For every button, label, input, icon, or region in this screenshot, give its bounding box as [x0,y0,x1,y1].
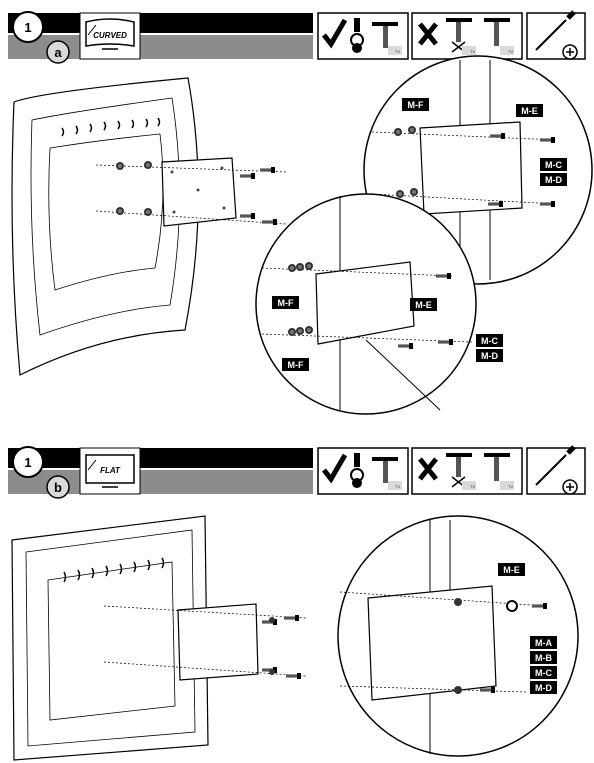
part-label-m-d [476,349,503,362]
anchor-bolt-icon [446,18,476,55]
part-label-m-b [530,651,557,664]
step-number-badge [12,11,44,43]
part-label-m-d [540,173,567,186]
check-mark-icon [322,18,348,49]
part-label-m-f [402,98,429,111]
flat-tv-mounting-diagram [11,515,307,761]
svg-text:M-D: M-D [535,683,552,693]
spacer-bolt-icon [350,18,364,53]
flat-tv-icon [85,454,135,488]
bracket-bolt-icon [372,457,402,490]
phillips-screwdriver-icon [535,10,578,60]
cross-mark-icon [418,457,438,481]
part-label-m-e [516,104,543,117]
section-a-header: 1 a CURVED TV [8,10,586,64]
part-label-m-d [530,681,557,694]
compatible-hardware-panel: TV [317,447,409,495]
part-label-m-c [476,334,503,347]
curved-tv-mounting-diagram [11,77,287,376]
check-mark-icon [322,453,348,484]
svg-text:M-C: M-C [545,160,562,170]
part-label-m-a [530,636,557,649]
svg-text:M-F: M-F [288,360,304,370]
svg-text:M-D: M-D [545,175,562,185]
sub-step-letter: a [54,45,62,60]
step-number: 1 [24,455,31,470]
sub-step-letter: b [54,480,62,495]
svg-text:TV: TV [470,484,475,489]
svg-text:M-C: M-C [535,668,552,678]
svg-text:TV: TV [470,49,475,54]
sub-step-badge [46,40,70,64]
spacer-bolt-icon [350,453,364,488]
compatible-hardware-panel: TV [317,12,409,60]
screwdriver-panel [526,10,586,60]
part-label-m-e [498,563,525,576]
svg-text:M-F: M-F [408,100,424,110]
part-label-m-c [530,666,557,679]
anchor-bolt-icon [446,453,476,490]
zoom-detail-lower: M-F M-E M-F M-C M-D [255,193,503,415]
svg-text:M-A: M-A [535,638,552,648]
tv-type-label: CURVED [93,31,127,40]
svg-text:M-F: M-F [278,298,294,308]
tv-type-label: FLAT [100,466,121,475]
svg-text:M-D: M-D [481,351,498,361]
vent-slots [61,117,161,137]
part-label-m-f [272,296,299,309]
svg-text:TV: TV [508,49,513,54]
incompatible-hardware-panel: TV TV [411,12,523,60]
part-label-m-f [282,358,309,371]
svg-text:M-E: M-E [503,565,520,575]
svg-text:TV: TV [508,484,513,489]
step-number: 1 [24,20,31,35]
bracket-bolt-icon [372,22,402,55]
cross-mark-icon [418,22,438,46]
svg-text:TV: TV [395,484,400,489]
section-b-header: 1 b FLAT TV [8,445,586,499]
part-label-m-e [410,298,437,311]
vent-slots [63,557,165,583]
svg-text:M-C: M-C [481,336,498,346]
long-bolt-icon [484,453,514,490]
svg-text:M-E: M-E [415,300,432,310]
step-number-badge [12,446,44,478]
part-label-m-c [540,158,567,171]
long-bolt-icon [484,18,514,55]
incompatible-hardware-panel: TV TV [411,447,523,495]
svg-text:TV: TV [395,49,400,54]
curved-tv-icon [85,18,135,50]
sub-step-badge [46,475,70,499]
svg-text:M-E: M-E [521,106,538,116]
zoom-detail-flat: M-E M-A M-B M-C M-D [337,515,579,757]
phillips-screwdriver-icon [535,445,578,495]
screwdriver-panel [526,445,586,495]
svg-text:M-B: M-B [535,653,552,663]
